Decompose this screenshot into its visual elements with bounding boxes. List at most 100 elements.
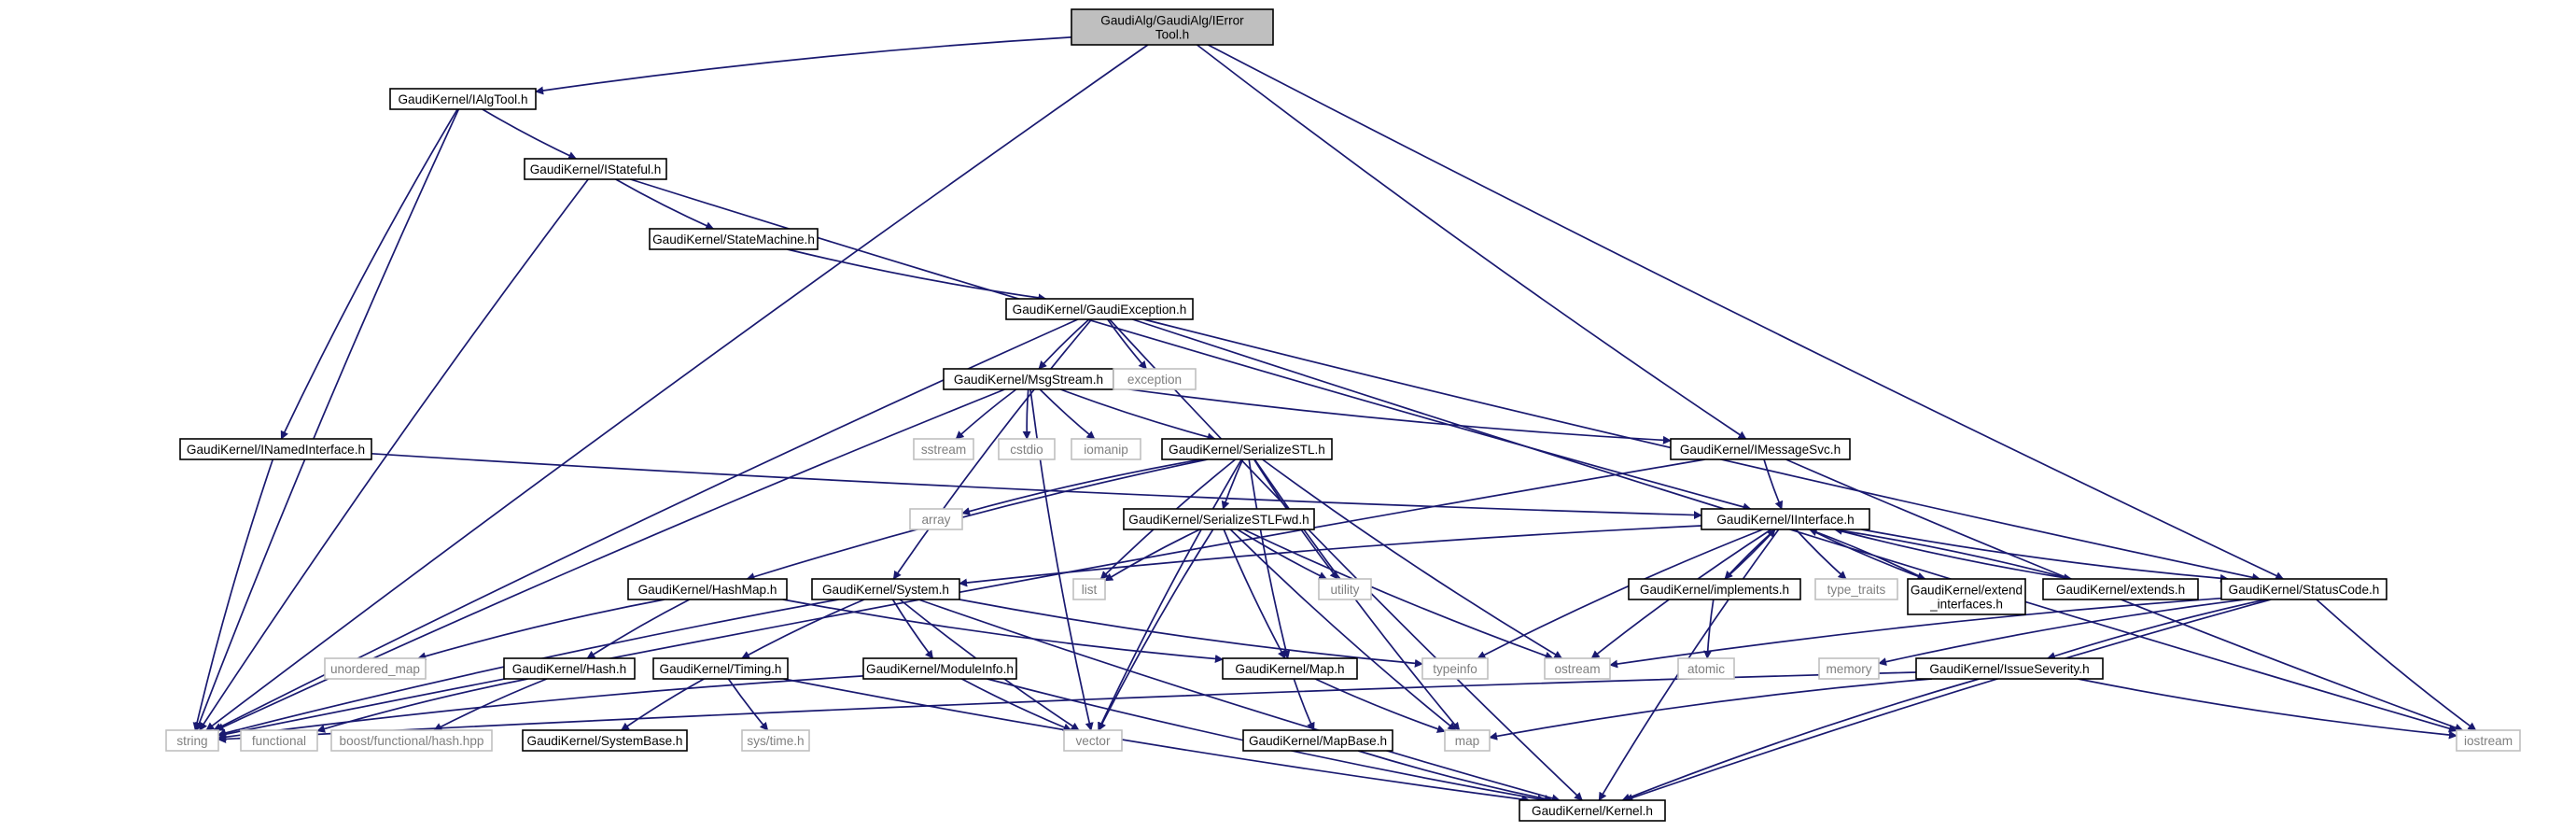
- edge-gaudiexception-to-msgstream: [1038, 318, 1090, 370]
- node-label: unordered_map: [330, 662, 420, 676]
- node-label: GaudiKernel/IStateful.h: [530, 162, 662, 176]
- edge-msgstream-to-serializestl: [1060, 388, 1216, 442]
- edge-gaudiexception-to-exception: [1107, 318, 1147, 370]
- node-box: [1318, 578, 1372, 600]
- edge-ialgtool-to-istateful: [482, 108, 578, 160]
- node-label: GaudiKernel/GaudiException.h: [1013, 303, 1187, 317]
- node-box: [1814, 578, 1898, 600]
- node-box: [389, 88, 537, 110]
- node-moduleinfo[interactable]: GaudiKernel/ModuleInfo.h: [862, 657, 1017, 680]
- node-serializestl[interactable]: GaudiKernel/SerializeSTL.h: [1161, 438, 1333, 460]
- edge-statuscode-to-ostream: [1609, 597, 2222, 669]
- node-label: GaudiKernel/StateMachine.h: [652, 233, 815, 247]
- node-systembase[interactable]: GaudiKernel/SystemBase.h: [522, 729, 688, 752]
- node-string: string: [165, 729, 219, 752]
- node-label: iomanip: [1084, 443, 1128, 457]
- node-mapbase[interactable]: GaudiKernel/MapBase.h: [1242, 729, 1393, 752]
- node-box: [1628, 578, 1801, 600]
- edge-imessagesvc-to-iinterface: [1763, 458, 1784, 510]
- node-label: list: [1082, 583, 1098, 597]
- node-box: [1677, 657, 1735, 680]
- edge-serializestlfwd-to-utility: [1237, 529, 1328, 580]
- node-sstream: sstream: [913, 438, 974, 460]
- node-cstdio: cstdio: [998, 438, 1056, 460]
- node-box: [741, 729, 810, 752]
- node-label: array: [922, 513, 951, 527]
- node-implements[interactable]: GaudiKernel/implements.h: [1628, 578, 1801, 600]
- edge-system-to-kernel: [917, 599, 1561, 803]
- node-box: [1915, 657, 2104, 680]
- edge-statuscode-to-memory: [1878, 599, 2246, 667]
- node-kernel[interactable]: GaudiKernel/Kernel.h: [1519, 799, 1666, 822]
- edge-iinterface-to-extends: [1834, 529, 2073, 583]
- edge-iinterface-to-type_traits: [1795, 529, 1847, 580]
- edge-extend_interfaces-to-iinterface: [1808, 528, 1925, 580]
- edge-serializestl-to-array: [961, 458, 1202, 515]
- node-box: [811, 578, 960, 600]
- node-label: boost/functional/hash.hpp: [340, 734, 484, 748]
- node-box: [165, 729, 219, 752]
- node-system[interactable]: GaudiKernel/System.h: [811, 578, 960, 600]
- edge-iinterface-to-system: [959, 525, 1702, 587]
- node-type_traits: type_traits: [1814, 578, 1898, 600]
- edge-system-to-moduleinfo: [891, 599, 934, 659]
- node-map_h[interactable]: GaudiKernel/Map.h: [1222, 657, 1358, 680]
- node-serializestlfwd[interactable]: GaudiKernel/SerializeSTLFwd.h: [1123, 508, 1315, 530]
- node-iinterface[interactable]: GaudiKernel/IInterface.h: [1701, 508, 1870, 530]
- node-statemachine[interactable]: GaudiKernel/StateMachine.h: [649, 228, 819, 250]
- node-box: [652, 657, 789, 680]
- node-label: string: [176, 734, 207, 748]
- node-hash_h[interactable]: GaudiKernel/Hash.h: [503, 657, 636, 680]
- node-iostream: iostream: [2456, 729, 2521, 752]
- node-box: [649, 228, 819, 250]
- node-hashmap[interactable]: GaudiKernel/HashMap.h: [627, 578, 788, 600]
- node-box: [913, 438, 974, 460]
- node-box: [1421, 657, 1489, 680]
- edge-imessagesvc-to-string: [217, 458, 1705, 739]
- edge-hashmap-to-map_h: [782, 599, 1224, 663]
- edge-msgstream-to-cstdio: [1022, 388, 1031, 440]
- node-label: GaudiKernel/SerializeSTLFwd.h: [1128, 513, 1309, 527]
- node-label: GaudiKernel/IAlgTool.h: [398, 92, 527, 106]
- node-msgstream[interactable]: GaudiKernel/MsgStream.h: [943, 368, 1114, 390]
- edge-map_h-to-mapbase: [1293, 678, 1315, 731]
- node-label: vector: [1075, 734, 1110, 748]
- node-box: [627, 578, 788, 600]
- node-extends[interactable]: GaudiKernel/extends.h: [2042, 578, 2199, 600]
- edge-hashmap-to-unordered_map: [417, 599, 665, 661]
- node-unordered_map: unordered_map: [324, 657, 427, 680]
- node-functional: functional: [240, 729, 318, 752]
- edge-serializestlfwd-to-vector: [1098, 529, 1214, 731]
- node-box: [1818, 657, 1880, 680]
- node-imessagesvc[interactable]: GaudiKernel/IMessageSvc.h: [1670, 438, 1851, 460]
- node-statuscode[interactable]: GaudiKernel/StatusCode.h: [2220, 578, 2387, 600]
- edge-issueseverity-to-string: [217, 671, 1917, 743]
- edge-issueseverity-to-iostream: [2078, 678, 2457, 740]
- node-label: _interfaces.h: [1929, 598, 2003, 612]
- node-box: [1242, 729, 1393, 752]
- edge-serializestl-to-ostream: [1262, 458, 1563, 659]
- node-label: GaudiKernel/System.h: [822, 583, 949, 597]
- node-ialgtool[interactable]: GaudiKernel/IAlgTool.h: [389, 88, 537, 110]
- node-box: [1113, 368, 1197, 390]
- node-timing[interactable]: GaudiKernel/Timing.h: [652, 657, 789, 680]
- node-box: [2042, 578, 2199, 600]
- node-gaudiexception[interactable]: GaudiKernel/GaudiException.h: [1005, 298, 1194, 320]
- node-box: [909, 508, 963, 530]
- node-box: [1005, 298, 1194, 320]
- node-inamedinterface[interactable]: GaudiKernel/INamedInterface.h: [179, 438, 372, 460]
- node-label: iostream: [2464, 734, 2513, 748]
- node-label: utility: [1331, 583, 1360, 597]
- node-istateful[interactable]: GaudiKernel/IStateful.h: [524, 158, 667, 180]
- node-box: [1071, 8, 1274, 46]
- edge-msgstream-to-iomanip: [1039, 388, 1096, 440]
- node-label: GaudiKernel/IInterface.h: [1716, 513, 1854, 527]
- node-label: typeinfo: [1433, 662, 1477, 676]
- node-issueseverity[interactable]: GaudiKernel/IssueSeverity.h: [1915, 657, 2104, 680]
- node-box: [1222, 657, 1358, 680]
- node-utility: utility: [1318, 578, 1372, 600]
- node-box: [324, 657, 427, 680]
- node-extend_interfaces[interactable]: GaudiKernel/extend_interfaces.h: [1907, 578, 2026, 615]
- node-label: GaudiKernel/Hash.h: [512, 662, 626, 676]
